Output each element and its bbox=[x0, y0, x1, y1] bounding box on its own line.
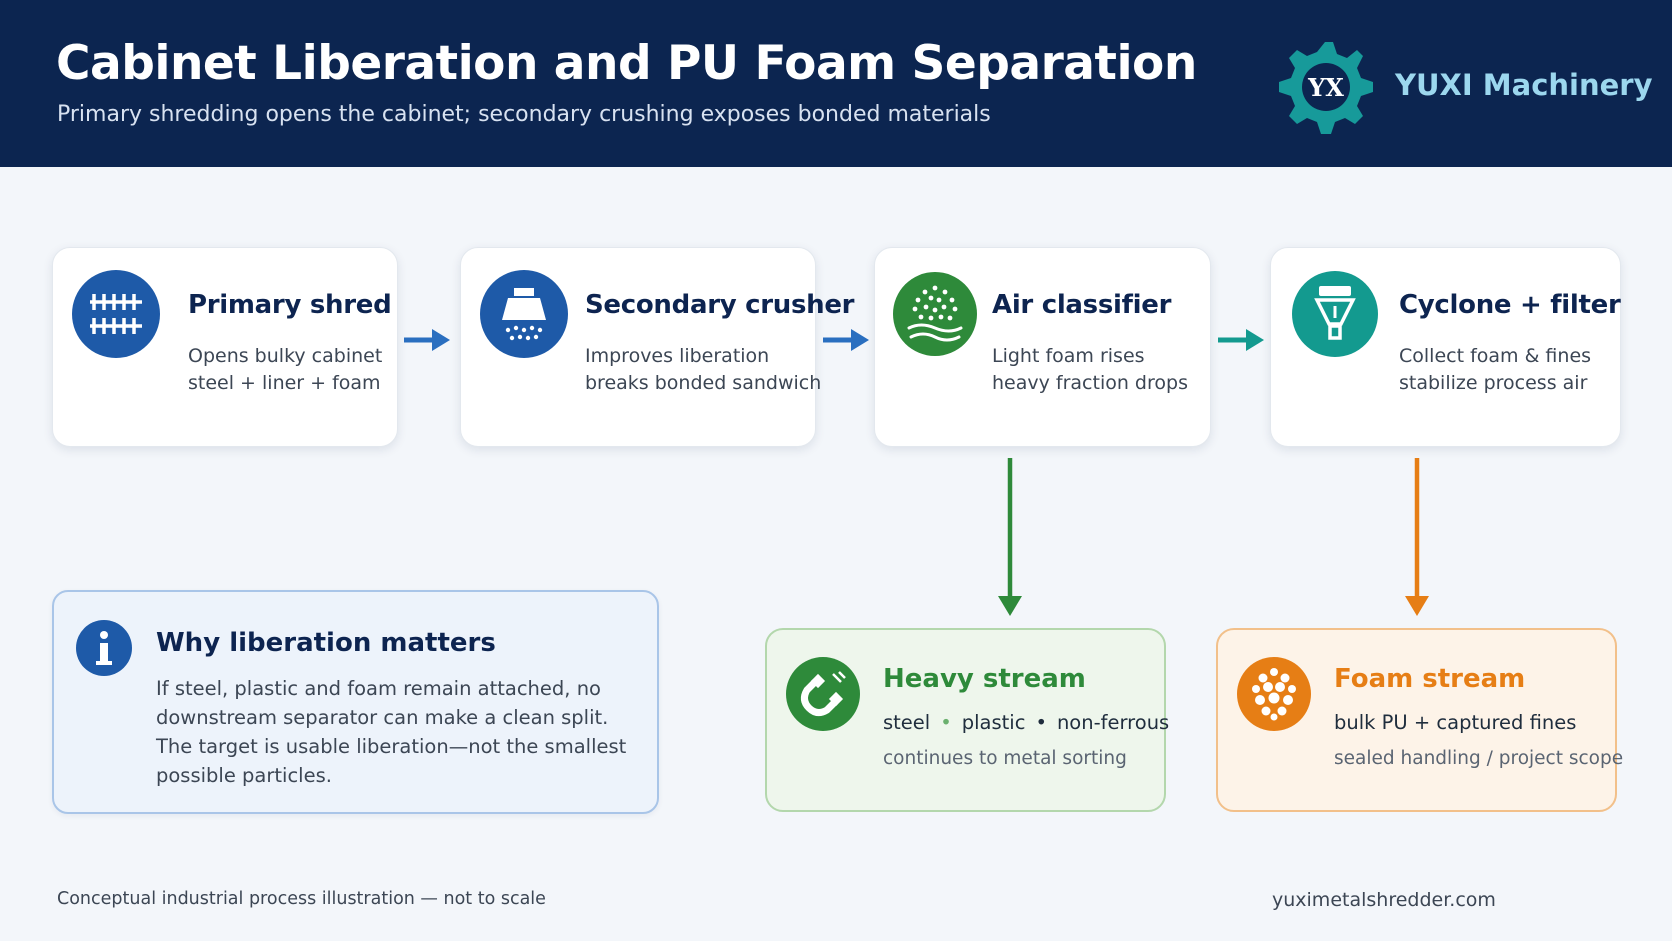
info-body: If steel, plastic and foam remain attach… bbox=[156, 677, 627, 787]
heavy-item-steel: steel bbox=[883, 711, 931, 734]
heavy-stream-title: Heavy stream bbox=[883, 664, 1086, 694]
flow-arrow-down-foam bbox=[1405, 458, 1429, 616]
step-card-secondary-crusher: Secondary crusher Improves liberation br… bbox=[460, 247, 855, 447]
step-card-air-classifier: Air classifier Light foam rises heavy fr… bbox=[874, 247, 1211, 447]
heavy-stream-card: Heavy stream steel • plastic • non-ferrous c… bbox=[765, 628, 1169, 812]
flow-arrow-right bbox=[823, 329, 869, 351]
step-desc-line2: heavy fraction drops bbox=[992, 372, 1188, 394]
footer-disclaimer: Conceptual industrial process illustrati… bbox=[57, 889, 546, 909]
step-title: Cyclone + filter bbox=[1399, 290, 1621, 320]
svg-text:YX: YX bbox=[1307, 73, 1344, 102]
step-desc-line2: stabilize process air bbox=[1399, 372, 1588, 394]
bullet-separator: • bbox=[940, 711, 952, 734]
step-title: Secondary crusher bbox=[585, 290, 855, 320]
info-icon bbox=[76, 620, 132, 676]
foam-stream-title: Foam stream bbox=[1334, 664, 1526, 694]
step-desc-line2: steel + liner + foam bbox=[188, 372, 381, 394]
step-desc-line1: Improves liberation bbox=[585, 345, 770, 367]
flow-arrow-down-heavy bbox=[998, 458, 1022, 616]
step-desc-line1: Collect foam & fines bbox=[1399, 345, 1592, 367]
foam-stream-note: sealed handling / project scope bbox=[1334, 748, 1624, 769]
flow-arrow-right bbox=[1218, 329, 1264, 351]
step-desc-line2: breaks bonded sandwich bbox=[585, 372, 822, 394]
heavy-item-plastic: plastic bbox=[961, 711, 1026, 734]
air-particles-icon bbox=[893, 272, 977, 356]
page-title: Cabinet Liberation and PU Foam Separatio… bbox=[56, 36, 1197, 91]
gear-logo-icon: YX bbox=[1279, 42, 1373, 134]
step-card-primary-shred: Primary shred Opens bulky cabinet steel … bbox=[52, 247, 398, 447]
brand-name: YUXI Machinery bbox=[1395, 68, 1653, 102]
cyclone-funnel-icon bbox=[1292, 271, 1378, 357]
foam-stream-items: bulk PU + captured fines bbox=[1334, 711, 1577, 734]
info-panel: Why liberation matters If steel, plastic… bbox=[52, 590, 659, 814]
info-title: Why liberation matters bbox=[156, 628, 496, 658]
heavy-stream-items: steel • plastic • non-ferrous bbox=[883, 711, 1169, 734]
bullet-separator: • bbox=[1035, 711, 1047, 734]
step-title: Air classifier bbox=[992, 290, 1172, 320]
flow-arrow-right bbox=[404, 329, 450, 351]
foam-stream-card: Foam stream bulk PU + captured fines sea… bbox=[1216, 628, 1623, 812]
step-desc-line1: Light foam rises bbox=[992, 345, 1145, 367]
magnet-icon bbox=[786, 657, 860, 731]
step-desc-line1: Opens bulky cabinet bbox=[188, 345, 383, 367]
footer-website-link[interactable]: yuximetalshredder.com bbox=[1272, 889, 1496, 911]
heavy-item-non-ferrous: non-ferrous bbox=[1056, 711, 1170, 734]
heavy-stream-note: continues to metal sorting bbox=[883, 748, 1127, 769]
header-banner: Cabinet Liberation and PU Foam Separatio… bbox=[0, 0, 1672, 167]
step-title: Primary shred bbox=[188, 290, 392, 320]
crusher-hopper-icon bbox=[480, 270, 568, 358]
step-card-cyclone-filter: Cyclone + filter Collect foam & fines st… bbox=[1270, 247, 1621, 447]
page-subtitle: Primary shredding opens the cabinet; sec… bbox=[57, 102, 991, 127]
shredder-teeth-icon bbox=[72, 270, 160, 358]
foam-particles-icon bbox=[1237, 657, 1311, 731]
